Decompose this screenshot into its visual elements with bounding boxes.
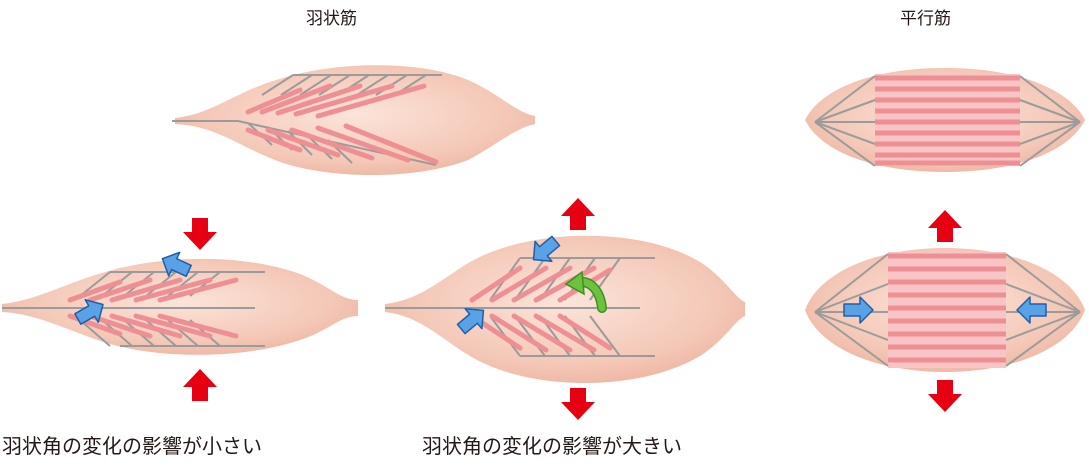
- green-curved-arrow-icon: [564, 270, 607, 313]
- parallel-fibers-top: [875, 74, 1020, 166]
- red-arrow-icon: [928, 380, 962, 412]
- parallel-muscle-bottom: [805, 210, 1085, 412]
- parallel-fibers-bottom: [888, 252, 1006, 368]
- title-pennate-muscle: 羽状筋: [306, 9, 357, 29]
- red-arrow-icon: [183, 218, 217, 250]
- title-parallel-muscle: 平行筋: [900, 9, 951, 29]
- red-arrow-icon: [561, 198, 595, 230]
- pennate-muscle-small-change: [2, 218, 358, 401]
- pennate-muscle-top: [172, 65, 535, 176]
- red-arrow-icon: [561, 388, 595, 420]
- red-arrow-icon: [928, 210, 962, 242]
- parallel-muscle-top: [805, 68, 1085, 172]
- red-arrow-icon: [183, 369, 217, 401]
- caption-large-effect: 羽状角の変化の影響が大きい: [422, 434, 682, 458]
- caption-small-effect: 羽状角の変化の影響が小さい: [2, 434, 262, 458]
- pennate-muscle-large-change: [385, 198, 745, 420]
